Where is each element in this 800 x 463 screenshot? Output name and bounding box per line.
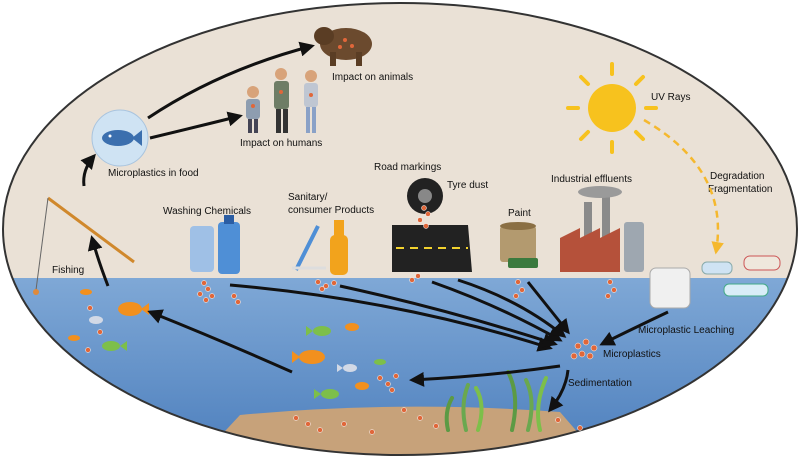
label-paint: Paint — [508, 208, 531, 219]
arrow-sanitary — [339, 284, 558, 348]
sun-icon — [566, 62, 658, 154]
uv-arrow — [643, 118, 724, 255]
label-sanitary-line2: consumer Products — [288, 205, 374, 216]
label-microplastic-leaching: Microplastic Leaching — [638, 325, 734, 336]
label-impact-animals: Impact on animals — [332, 72, 413, 83]
label-tyre-dust: Tyre dust — [447, 180, 488, 191]
family-icon — [246, 68, 318, 133]
diagram-border — [2, 2, 798, 456]
arrow-leaching — [599, 310, 669, 346]
toothbrush-soap-icon — [292, 220, 348, 275]
label-sedimentation: Sedimentation — [568, 378, 632, 389]
label-microplastics: Microplastics — [603, 349, 661, 360]
paint-bucket-icon — [500, 222, 538, 268]
label-impact-humans: Impact on humans — [240, 138, 322, 149]
seabed — [200, 406, 600, 455]
label-road-markings: Road markings — [374, 162, 441, 173]
plastic-bottles-icon — [649, 255, 781, 309]
detergent-bottles-icon — [190, 215, 240, 274]
flow-arrows — [80, 41, 669, 413]
arrow-tyre — [457, 278, 567, 338]
seaweed-icon — [444, 370, 548, 432]
label-washing-chemicals: Washing Chemicals — [163, 206, 251, 217]
water-fish-group — [68, 289, 386, 399]
arrow-rod-to-food — [80, 153, 96, 187]
arrow-to-fish — [409, 364, 561, 387]
arrow-food-to-humans — [149, 111, 243, 140]
label-microplastics-food: Microplastics in food — [108, 168, 199, 179]
label-uv-rays: UV Rays — [651, 92, 690, 103]
fishing-rod-icon — [33, 196, 135, 295]
label-sanitary-line1: Sanitary/ — [288, 192, 328, 203]
label-fragmentation: Fragmentation — [708, 184, 772, 195]
arrow-water-to-rod — [87, 235, 110, 287]
bear-icon — [314, 27, 372, 66]
arrow-fish-return — [147, 309, 293, 374]
arrow-paint — [526, 281, 570, 335]
fish-icon — [91, 109, 149, 167]
arrow-washing — [229, 283, 553, 352]
label-industrial-effluents: Industrial effluents — [551, 174, 632, 185]
arrow-road — [431, 280, 563, 342]
label-degradation: Degradation — [710, 171, 764, 182]
label-fishing: Fishing — [52, 265, 84, 276]
particle-clusters — [85, 205, 617, 435]
factory-icon — [560, 186, 644, 272]
tyre-road-icon — [392, 178, 472, 272]
arrow-sedimentation — [548, 369, 570, 413]
arrow-food-to-animals — [147, 41, 315, 120]
